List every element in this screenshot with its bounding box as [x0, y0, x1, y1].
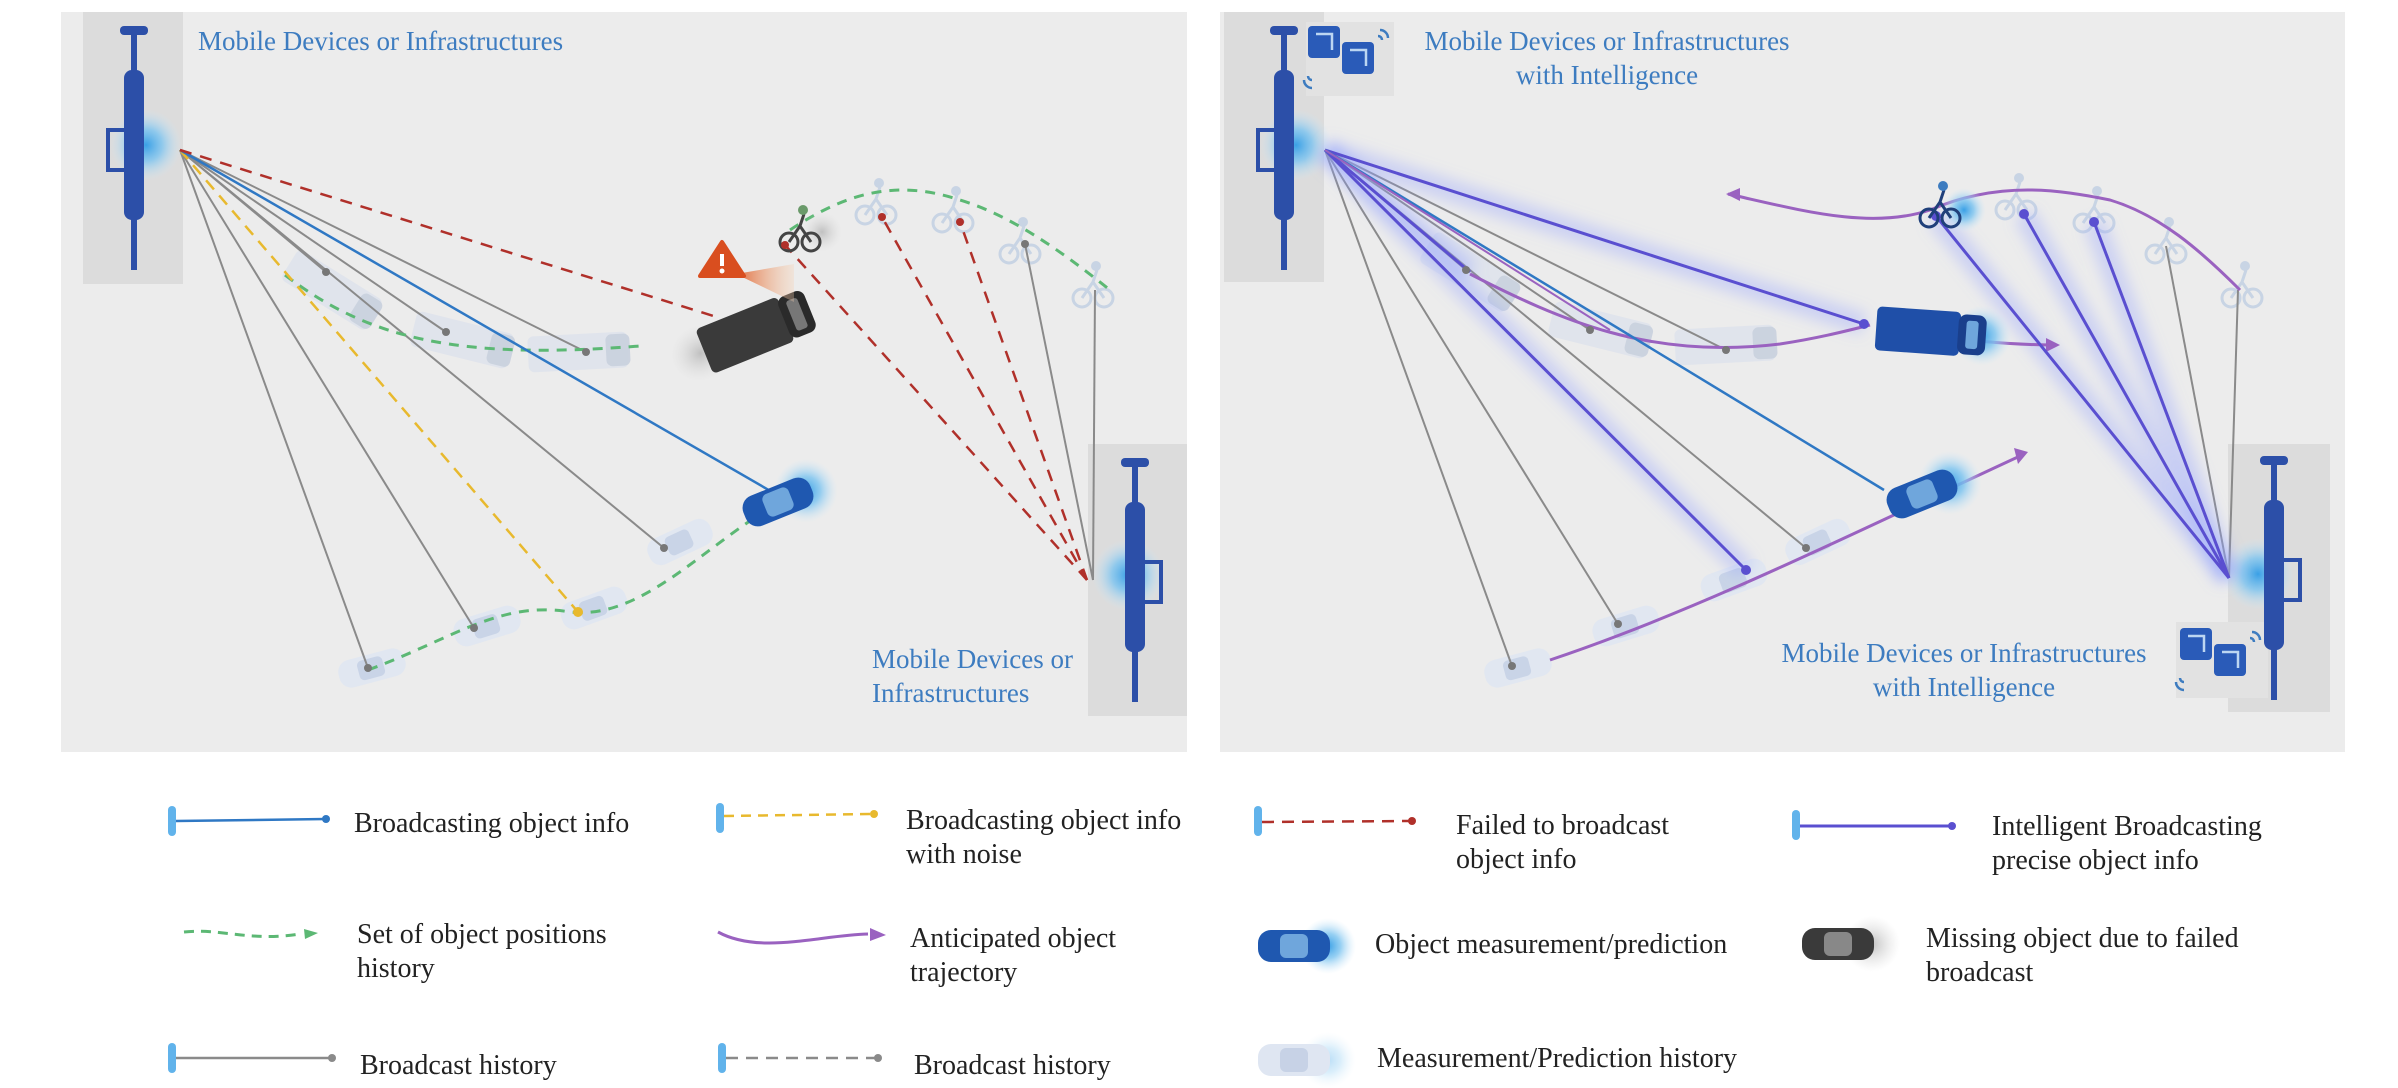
failed-endpoint-dot — [878, 213, 886, 221]
legend-noise-label-line1: Broadcasting object info — [906, 805, 1182, 836]
legend-measurement-car-icon — [1258, 918, 1356, 974]
failed-broadcast-lines-cyclists — [784, 216, 1089, 581]
left-bottom-infra-label-line1: Mobile Devices or — [872, 644, 1073, 674]
failed-broadcast-line-truck — [179, 148, 721, 320]
broadcast-line — [1324, 148, 1885, 492]
legend-anticipated-icon — [717, 928, 886, 945]
trajectory-arrowhead — [2014, 448, 2028, 464]
legend-failed-label-line1: Failed to broadcast — [1456, 810, 1670, 841]
legend-broadcast-history-dashed-label: Broadcast history — [914, 1050, 1111, 1081]
legend-broadcast-history-dashed-icon — [718, 1043, 882, 1073]
legend-positions-history-icon — [183, 929, 318, 939]
left-history-node-dots — [322, 240, 1029, 672]
cyclist-history-ghost-2 — [931, 184, 975, 234]
car-history-ghost-4 — [643, 514, 717, 570]
legend-intelligent-label-line1: Intelligent Broadcasting — [1992, 811, 2262, 842]
broadcast-line — [179, 148, 787, 502]
legend-broadcast-history-solid-label: Broadcast history — [360, 1050, 557, 1081]
missing-truck-icon — [670, 291, 816, 382]
left-bottom-infra-label-line2: Infrastructures — [872, 678, 1030, 708]
truck-history-ghost-3 — [527, 331, 631, 373]
car-history-ghost-3 — [557, 583, 631, 633]
noise-broadcast-line — [179, 149, 579, 613]
cyclist-anticipated-trajectory — [1727, 188, 2242, 292]
legend-measurement-history-label: Measurement/Prediction history — [1377, 1043, 1738, 1074]
warning-icon — [698, 240, 794, 302]
right-top-infra-label-line2: with Intelligence — [1515, 60, 1699, 90]
car-history-ghost-1 — [1481, 645, 1555, 691]
cyclist-history-ghost-4 — [2220, 259, 2264, 309]
legend-measurement-history-car-icon — [1258, 1032, 1356, 1088]
legend-intelligent-icon — [1792, 810, 1956, 840]
truck-history-ghost-2 — [409, 310, 517, 371]
car-history-ghost-2 — [450, 602, 524, 650]
legend-missing-car-icon — [1802, 916, 1900, 972]
legend-broadcasting-icon — [168, 806, 330, 836]
cyclist-history-ghost-3 — [2144, 215, 2188, 265]
legend-measurement-label: Object measurement/prediction — [1375, 929, 1728, 960]
right-history-node-dots — [1462, 266, 1810, 670]
legend-anticipated-label-line1: Anticipated object — [910, 923, 1117, 954]
legend-failed-icon — [1254, 806, 1416, 836]
missing-cyclist-icon — [778, 205, 842, 253]
legend-noise-label-line2: with noise — [906, 839, 1022, 870]
truck-history-trajectory — [1469, 272, 1871, 350]
intelligent-broadcast-lines — [1323, 148, 2231, 579]
cyclist-history-ghost-3 — [998, 215, 1042, 265]
failed-endpoint-dot — [956, 218, 964, 226]
ai-chip-icon — [1302, 26, 1390, 90]
legend-failed-label-line2: object info — [1456, 844, 1577, 875]
ai-chip-icon — [2174, 628, 2262, 692]
legend-broadcasting-label: Broadcasting object info — [354, 808, 630, 839]
failed-endpoint-dot — [781, 241, 789, 249]
measured-car-icon — [742, 458, 838, 527]
legend-noise-icon — [716, 803, 878, 833]
legend-missing-label-line1: Missing object due to failed — [1926, 923, 2239, 954]
left-broadcast-history-lines — [179, 149, 1096, 669]
right-bottom-infra-label-line2: with Intelligence — [1872, 672, 2056, 702]
measured-truck-icon — [1874, 305, 2012, 366]
legend-positions-history-label-line1: Set of object positions — [357, 919, 607, 950]
legend-missing-label-line2: broadcast — [1926, 957, 2034, 988]
left-top-infra-label: Mobile Devices or Infrastructures — [198, 26, 564, 56]
cyclist-position-history-path — [789, 188, 1111, 292]
legend-broadcast-history-solid-icon — [168, 1043, 336, 1073]
intelligent-broadcast-glow — [1317, 139, 2240, 585]
car-position-history-path — [367, 506, 771, 672]
noise-endpoint-dot — [573, 607, 583, 617]
legend-positions-history-label-line2: history — [357, 953, 435, 984]
cyclist-history-ghost-1 — [854, 176, 898, 226]
cyclist-history-ghost-4 — [1071, 259, 1115, 309]
truck-position-history-path — [284, 273, 641, 352]
left-panel — [61, 12, 1187, 752]
legend-intelligent-label-line2: precise object info — [1992, 845, 2199, 876]
trajectory-arrowhead — [2046, 338, 2060, 352]
intelligent-broadcast-line-secondary — [1324, 149, 1611, 331]
right-bottom-infra-label-line1: Mobile Devices or Infrastructures — [1781, 638, 2147, 668]
right-top-infra-label-line1: Mobile Devices or Infrastructures — [1424, 26, 1790, 56]
trajectory-arrowhead — [1726, 188, 1740, 201]
legend-anticipated-label-line2: trajectory — [910, 957, 1018, 988]
measured-cyclist-icon — [1918, 181, 1986, 232]
measured-car-icon — [1886, 450, 1982, 519]
